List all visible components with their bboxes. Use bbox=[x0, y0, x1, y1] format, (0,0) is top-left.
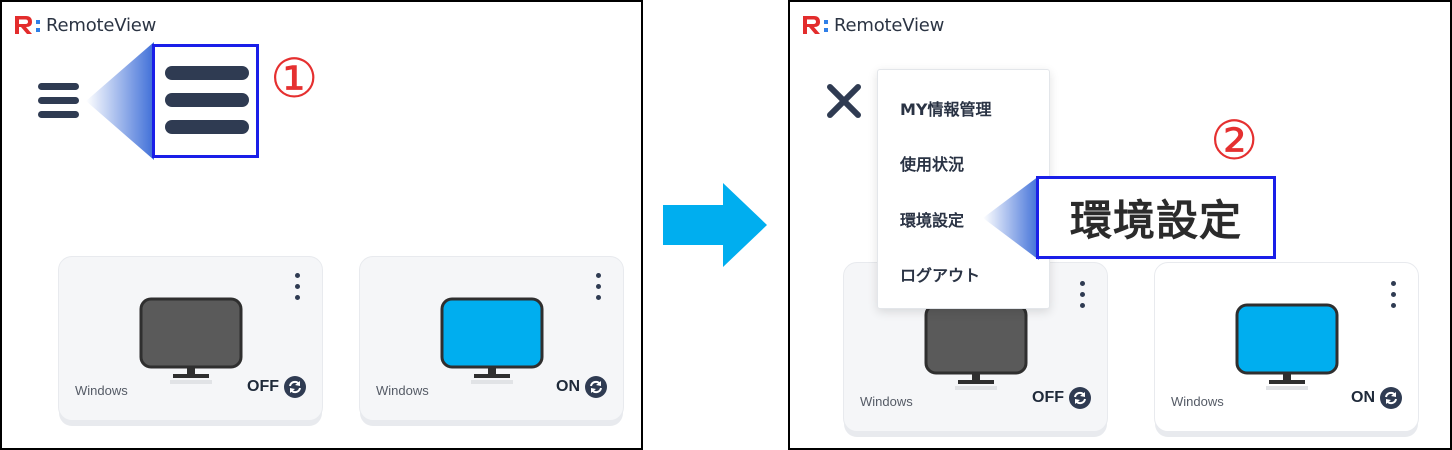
menu-item-usage[interactable]: 使用状況 bbox=[900, 155, 965, 174]
hamburger-bar bbox=[38, 83, 79, 90]
step-number-2: ② bbox=[1210, 109, 1259, 172]
remoteview-logo-mark bbox=[15, 16, 40, 34]
next-step-arrow-icon bbox=[663, 183, 767, 267]
device-card[interactable]: Windows ON bbox=[359, 256, 624, 421]
hamburger-bar bbox=[38, 111, 79, 118]
os-label: Windows bbox=[1171, 394, 1224, 409]
refresh-icon[interactable] bbox=[284, 376, 306, 398]
menu-item-logout[interactable]: ログアウト bbox=[900, 266, 981, 285]
hamburger-bar bbox=[165, 66, 249, 80]
app-logo: RemoteView bbox=[13, 14, 156, 36]
hamburger-bar bbox=[165, 93, 249, 107]
hamburger-icon-zoom bbox=[152, 44, 259, 158]
more-options-icon[interactable] bbox=[292, 273, 302, 303]
menu-item-my-info[interactable]: MY情報管理 bbox=[900, 100, 992, 119]
power-status-text: OFF bbox=[1032, 389, 1064, 406]
refresh-icon[interactable] bbox=[585, 376, 607, 398]
device-card[interactable]: Windows OFF bbox=[58, 256, 323, 421]
menu-item-settings[interactable]: 環境設定 bbox=[900, 211, 965, 230]
app-name: RemoteView bbox=[834, 14, 945, 36]
zoom-callout-wedge bbox=[983, 176, 1039, 260]
more-options-icon[interactable] bbox=[1388, 281, 1398, 311]
power-status-text: OFF bbox=[247, 378, 279, 395]
monitor-icon bbox=[440, 297, 543, 384]
refresh-icon[interactable] bbox=[1069, 387, 1091, 409]
power-status-text: ON bbox=[1351, 389, 1375, 406]
power-status[interactable]: OFF bbox=[247, 376, 306, 398]
monitor-icon bbox=[139, 297, 242, 384]
hamburger-bar bbox=[165, 120, 249, 134]
refresh-icon[interactable] bbox=[1380, 387, 1402, 409]
power-status[interactable]: ON bbox=[1351, 387, 1402, 409]
power-status[interactable]: OFF bbox=[1032, 387, 1091, 409]
device-card[interactable]: Windows ON bbox=[1154, 262, 1419, 432]
step-number-1: ① bbox=[270, 47, 319, 110]
power-status-text: ON bbox=[556, 378, 580, 395]
zoom-callout-wedge bbox=[86, 42, 154, 160]
settings-label-zoom: 環境設定 bbox=[1036, 176, 1276, 259]
hamburger-menu-button[interactable] bbox=[38, 83, 80, 119]
more-options-icon[interactable] bbox=[1077, 281, 1087, 311]
os-label: Windows bbox=[376, 383, 429, 398]
monitor-icon bbox=[1235, 303, 1338, 390]
main-menu-dropdown: MY情報管理 使用状況 環境設定 ログアウト bbox=[877, 69, 1050, 309]
settings-label-zoom-text: 環境設定 bbox=[1069, 196, 1242, 245]
app-name: RemoteView bbox=[46, 14, 157, 36]
app-logo: RemoteView bbox=[801, 14, 944, 36]
power-status[interactable]: ON bbox=[556, 376, 607, 398]
monitor-icon bbox=[924, 303, 1027, 390]
panel-before: RemoteView ① Windows bbox=[0, 0, 643, 450]
remoteview-logo-mark bbox=[803, 16, 828, 34]
close-icon[interactable] bbox=[826, 84, 862, 118]
os-label: Windows bbox=[860, 394, 913, 409]
os-label: Windows bbox=[75, 383, 128, 398]
hamburger-bar bbox=[38, 97, 79, 104]
more-options-icon[interactable] bbox=[593, 273, 603, 303]
